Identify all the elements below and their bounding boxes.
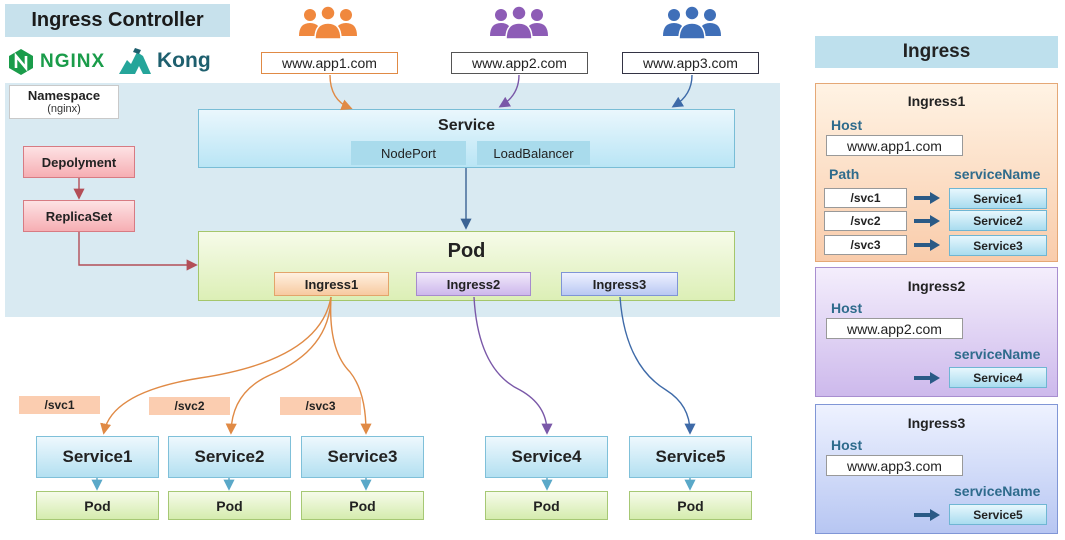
nginx-hexagon-icon: [9, 49, 33, 75]
path-tag-svc2: /svc2: [149, 397, 230, 415]
ingress1-rule3-service: Service3: [949, 235, 1047, 256]
ingress1-host-value: www.app1.com: [826, 135, 963, 156]
loadbalancer-chip: LoadBalancer: [477, 141, 590, 165]
pod1-box: Pod: [36, 491, 159, 520]
nginx-logo: NGINX: [8, 47, 105, 77]
ingress2-servicename-label: serviceName: [954, 346, 1041, 362]
namespace-label: Namespace (nginx): [9, 85, 119, 119]
ingress2-chip: Ingress2: [416, 272, 531, 296]
pod2-box: Pod: [168, 491, 291, 520]
right-arrow-icon: [914, 239, 940, 251]
page-title: Ingress Controller: [31, 9, 204, 31]
ingress1-rule1-path: /svc1: [824, 188, 907, 208]
ingress2-card-title: Ingress2: [907, 278, 966, 294]
users-purple-icon: [490, 5, 548, 40]
ingress-panel-header: Ingress: [815, 36, 1058, 68]
url-box-app2[interactable]: www.app2.com: [451, 52, 588, 74]
service2-box: Service2: [168, 436, 291, 478]
pod4-box: Pod: [485, 491, 608, 520]
kong-logo: Kong: [117, 45, 211, 77]
right-arrow-icon: [914, 509, 940, 521]
ingress1-card: [815, 83, 1058, 262]
ingress1-rule3-path: /svc3: [824, 235, 907, 255]
nginx-logo-text: NGINX: [40, 51, 106, 72]
ingress3-card-title: Ingress3: [907, 415, 966, 431]
pod-title: Pod: [447, 240, 486, 262]
ingress-controller-title: Ingress Controller: [5, 4, 230, 37]
users-blue-icon: [663, 5, 721, 40]
service4-box: Service4: [485, 436, 608, 478]
pod3-box: Pod: [301, 491, 424, 520]
right-arrow-icon: [914, 372, 940, 384]
service-box: [198, 109, 735, 168]
ingress3-service: Service5: [949, 504, 1047, 525]
namespace-name: (nginx): [47, 103, 81, 115]
connector-ingress3-to-service5: [619, 296, 696, 435]
url-box-app1[interactable]: www.app1.com: [261, 52, 398, 74]
right-arrow-icon: [914, 192, 940, 204]
path-tag-svc1: /svc1: [19, 396, 100, 414]
kong-logo-text: Kong: [157, 49, 211, 72]
nodeport-chip: NodePort: [351, 141, 466, 165]
ingress1-chip: Ingress1: [274, 272, 389, 296]
ingress1-rule1-service: Service1: [949, 188, 1047, 209]
ingress3-host-label: Host: [831, 437, 863, 453]
ingress3-servicename-label: serviceName: [954, 483, 1041, 499]
ingress1-path-label: Path: [829, 166, 860, 182]
ingress2-service: Service4: [949, 367, 1047, 388]
namespace-title: Namespace: [27, 88, 101, 103]
ingress2-host-label: Host: [831, 300, 863, 316]
service-title: Service: [438, 117, 495, 134]
ingress1-host-label: Host: [831, 117, 863, 133]
kong-gorilla-icon: [119, 48, 151, 74]
connector-ingress2-to-service4: [473, 296, 553, 435]
service1-box: Service1: [36, 436, 159, 478]
ingress3-host-value: www.app3.com: [826, 455, 963, 476]
url-box-app3[interactable]: www.app3.com: [622, 52, 759, 74]
ingress2-host-value: www.app2.com: [826, 318, 963, 339]
path-tag-svc3: /svc3: [280, 397, 361, 415]
replicaset-box: ReplicaSet: [23, 200, 135, 232]
ingress1-rule2-path: /svc2: [824, 211, 907, 231]
service5-box: Service5: [629, 436, 752, 478]
deployment-box: Depolyment: [23, 146, 135, 178]
right-arrow-icon: [914, 215, 940, 227]
ingress1-rule2-service: Service2: [949, 210, 1047, 231]
service3-box: Service3: [301, 436, 424, 478]
ingress1-servicename-label: serviceName: [954, 166, 1041, 182]
ingress1-card-title: Ingress1: [907, 93, 966, 109]
users-orange-icon: [299, 5, 357, 40]
ingress3-chip: Ingress3: [561, 272, 678, 296]
pod5-box: Pod: [629, 491, 752, 520]
